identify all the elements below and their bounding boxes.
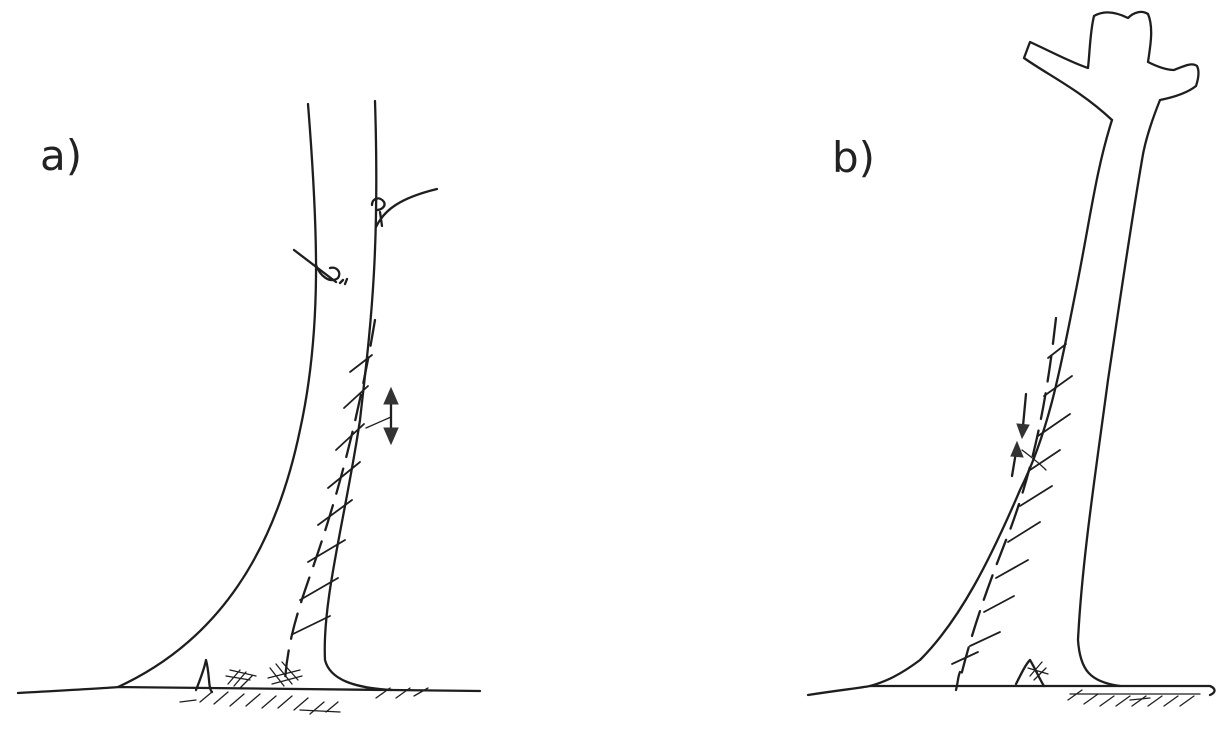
panel-a-damage-boundary	[285, 320, 375, 680]
panel-a-double-arrow	[366, 388, 398, 444]
panel-b-trunk-right-edge	[1078, 160, 1142, 686]
panel-b-damage-boundary	[960, 318, 1056, 680]
panel-b-root-collar-hatching	[956, 660, 1200, 706]
panel-a-trunk-left-edge	[118, 104, 316, 687]
panel-a-ground-line	[18, 687, 480, 693]
panel-a-branch-stub-right	[372, 189, 437, 227]
panel-a: a)	[18, 101, 480, 714]
panel-b-trunk-left-edge	[870, 120, 1112, 686]
panel-b-label: b)	[832, 133, 875, 182]
panel-a-branch-stub-left	[294, 250, 347, 284]
panel-b-crown-outline	[1024, 12, 1199, 160]
panel-b: b)	[808, 12, 1215, 706]
panel-a-label: a)	[40, 131, 82, 180]
